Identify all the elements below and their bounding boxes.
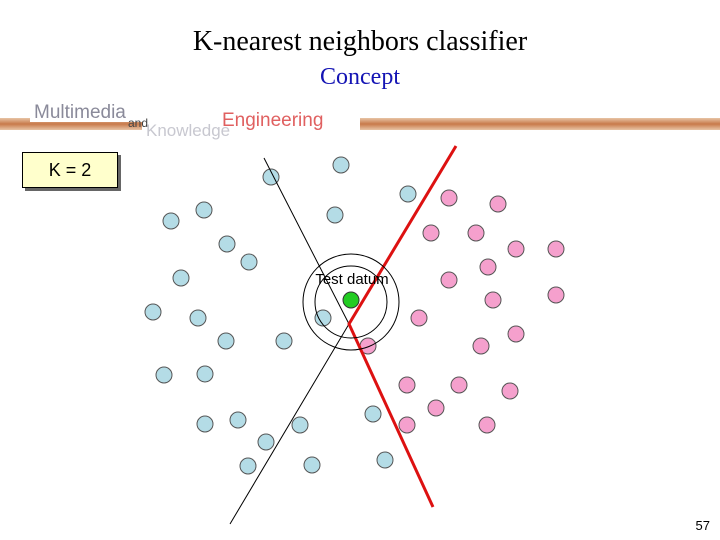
neighborhood-circle-outer (302, 253, 400, 351)
knn-decision-boundary (347, 145, 458, 508)
blue-class-point (196, 365, 214, 383)
slide-subtitle: Concept (320, 64, 400, 90)
blue-class-point (364, 405, 382, 423)
blue-class-point (172, 269, 190, 287)
pink-class-point (484, 291, 502, 309)
k-value-label: K = 2 (22, 152, 118, 188)
slide-title: K-nearest neighbors classifier (192, 26, 528, 57)
blue-class-point (189, 309, 207, 327)
pink-class-point (479, 258, 497, 276)
blue-class-point (144, 303, 162, 321)
neighborhood-circle-inner (314, 265, 388, 339)
banner-text-backing-right (142, 104, 360, 138)
pink-class-point (398, 416, 416, 434)
pink-class-point (472, 337, 490, 355)
pink-class-point (450, 376, 468, 394)
page-number: 57 (695, 518, 710, 533)
pink-class-point (410, 309, 428, 327)
blue-class-point (314, 309, 332, 327)
pink-class-point (427, 399, 445, 417)
banner-word-multimedia: Multimedia (34, 102, 126, 123)
banner-word-engineering: Engineering (222, 110, 323, 131)
blue-class-point (275, 332, 293, 350)
blue-class-point (162, 212, 180, 230)
blue-class-point (196, 415, 214, 433)
blue-class-point (155, 366, 173, 384)
blue-class-point (257, 433, 275, 451)
pink-class-point (422, 224, 440, 242)
blue-class-point (240, 253, 258, 271)
pink-class-point (398, 376, 416, 394)
blue-class-point (239, 457, 257, 475)
pink-class-points (359, 189, 565, 434)
pink-class-point (478, 416, 496, 434)
blue-class-point (262, 168, 280, 186)
pink-class-point (507, 325, 525, 343)
blue-class-point (332, 156, 350, 174)
blue-class-point (399, 185, 417, 203)
pink-class-point (440, 189, 458, 207)
pink-class-point (501, 382, 519, 400)
blue-class-points (144, 156, 417, 475)
blue-class-point (218, 235, 236, 253)
pink-class-point (547, 240, 565, 258)
mke-logo-banner: Multimedia and Knowledge Engineering (0, 100, 720, 140)
banner-text-backing (30, 100, 146, 122)
pink-class-point (489, 195, 507, 213)
blue-class-point (291, 416, 309, 434)
pink-class-point (507, 240, 525, 258)
blue-class-point (326, 206, 344, 224)
blue-class-point (376, 451, 394, 469)
test-datum-label: Test datum (315, 271, 388, 288)
blue-class-point (195, 201, 213, 219)
blue-class-point (229, 411, 247, 429)
pink-class-point (547, 286, 565, 304)
pink-class-point (467, 224, 485, 242)
pink-class-point (440, 271, 458, 289)
test-datum-point (342, 291, 360, 309)
banner-word-and: and (128, 116, 148, 130)
blue-class-point (303, 456, 321, 474)
blue-class-point (217, 332, 235, 350)
banner-word-knowledge: Knowledge (146, 121, 230, 140)
